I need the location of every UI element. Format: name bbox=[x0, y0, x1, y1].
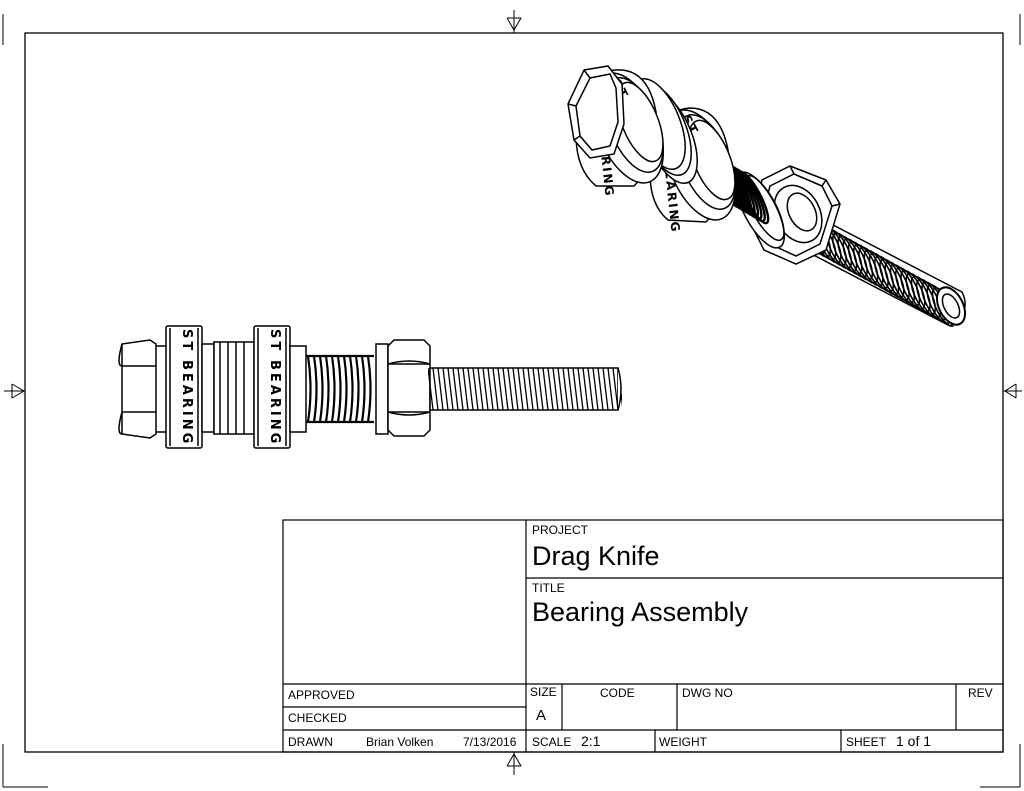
spring-coil bbox=[354, 355, 360, 423]
project-label: PROJECT bbox=[532, 523, 589, 537]
code-label: CODE bbox=[600, 686, 635, 700]
thread-crest bbox=[492, 367, 499, 411]
approved-label: APPROVED bbox=[288, 688, 355, 702]
size-value: A bbox=[536, 707, 547, 724]
drawn-date: 7/13/2016 bbox=[463, 735, 517, 749]
thread-crest bbox=[592, 367, 599, 411]
thread-crest bbox=[507, 367, 514, 411]
project-name: Drag Knife bbox=[532, 541, 660, 571]
spring-coil bbox=[330, 355, 336, 423]
iso-hex-head bbox=[567, 65, 625, 159]
sheet-label: SHEET bbox=[846, 735, 887, 749]
thread-crest bbox=[607, 367, 614, 411]
thread-crest bbox=[477, 367, 484, 411]
hex-nut bbox=[387, 339, 431, 437]
trim-marks bbox=[2, 14, 1021, 788]
thread-crest bbox=[428, 367, 434, 411]
threaded-shaft bbox=[428, 367, 622, 411]
spring-coil bbox=[318, 355, 324, 423]
spring-coil bbox=[324, 355, 330, 423]
thread-crest bbox=[547, 367, 554, 411]
bearing-left-label-a: ST bbox=[179, 329, 194, 353]
thread-crest bbox=[587, 367, 594, 411]
thread-crest bbox=[562, 367, 569, 411]
thread-crest bbox=[572, 367, 579, 411]
thread-crest bbox=[482, 367, 489, 411]
spring-coil bbox=[348, 355, 354, 423]
thread-crest bbox=[552, 367, 559, 411]
spring-coil bbox=[738, 171, 770, 225]
bearing-right: ST BEARING bbox=[253, 325, 291, 449]
thread-crest bbox=[432, 367, 439, 411]
size-label: SIZE bbox=[530, 685, 557, 699]
hex-head bbox=[118, 339, 157, 439]
thread-crest bbox=[582, 367, 589, 411]
spring-coil bbox=[312, 355, 318, 423]
thread-crest bbox=[467, 367, 474, 411]
thread-crest bbox=[577, 367, 584, 411]
spring-coil bbox=[366, 355, 372, 423]
weight-label: WEIGHT bbox=[659, 735, 707, 749]
thread-crest bbox=[612, 367, 619, 411]
spacer bbox=[201, 341, 255, 435]
rev-label: REV bbox=[968, 686, 993, 700]
thread-crest bbox=[602, 367, 609, 411]
thread-crest bbox=[532, 367, 539, 411]
thread-crest bbox=[447, 367, 454, 411]
thread-crest bbox=[517, 367, 524, 411]
thread-crest bbox=[487, 367, 494, 411]
title-block-grid bbox=[282, 519, 1004, 753]
thread-crest bbox=[502, 367, 509, 411]
iso-threaded-shaft bbox=[799, 212, 967, 327]
spring-coil bbox=[360, 355, 366, 423]
thread-crest bbox=[597, 367, 604, 411]
dwg-no-label: DWG NO bbox=[682, 686, 733, 700]
thread-crest bbox=[457, 367, 464, 411]
spring bbox=[306, 354, 374, 424]
thread-crest bbox=[472, 367, 479, 411]
thread-crest bbox=[462, 367, 469, 411]
scale-label: SCALE bbox=[532, 735, 572, 749]
sheet-value: 1 of 1 bbox=[896, 733, 932, 749]
spring-coil bbox=[306, 355, 312, 423]
title-label: TITLE bbox=[532, 581, 565, 595]
spring-coil bbox=[342, 355, 348, 423]
bearing-right-label-a: ST bbox=[267, 329, 282, 353]
isometric-view: ST BEARING ST BEARING bbox=[567, 65, 967, 327]
drawing-title: Bearing Assembly bbox=[532, 597, 749, 627]
drawn-label: DRAWN bbox=[288, 735, 333, 749]
thread-crest bbox=[542, 367, 549, 411]
front-view: ST BEARING ST BEARING bbox=[118, 325, 622, 449]
thread-crest bbox=[442, 367, 449, 411]
bearing-right-label-b: BEARING bbox=[267, 360, 282, 446]
thread-crest bbox=[567, 367, 574, 411]
thread-crest bbox=[527, 367, 534, 411]
drawn-by: Brian Volken bbox=[366, 735, 434, 749]
thread-crest bbox=[522, 367, 529, 411]
thread-crest bbox=[452, 367, 459, 411]
centering-marks bbox=[4, 10, 1022, 775]
bearing-left-label-b: BEARING bbox=[179, 360, 194, 446]
thread-crest bbox=[512, 367, 519, 411]
thread-crest bbox=[497, 367, 504, 411]
checked-label: CHECKED bbox=[288, 711, 347, 725]
washer bbox=[375, 343, 389, 435]
thread-crest bbox=[437, 367, 444, 411]
scale-value: 2:1 bbox=[581, 733, 601, 749]
thread-crest bbox=[537, 367, 544, 411]
bearing-left: ST BEARING bbox=[165, 325, 203, 449]
thread-crest bbox=[557, 367, 564, 411]
spring-coil bbox=[336, 355, 342, 423]
